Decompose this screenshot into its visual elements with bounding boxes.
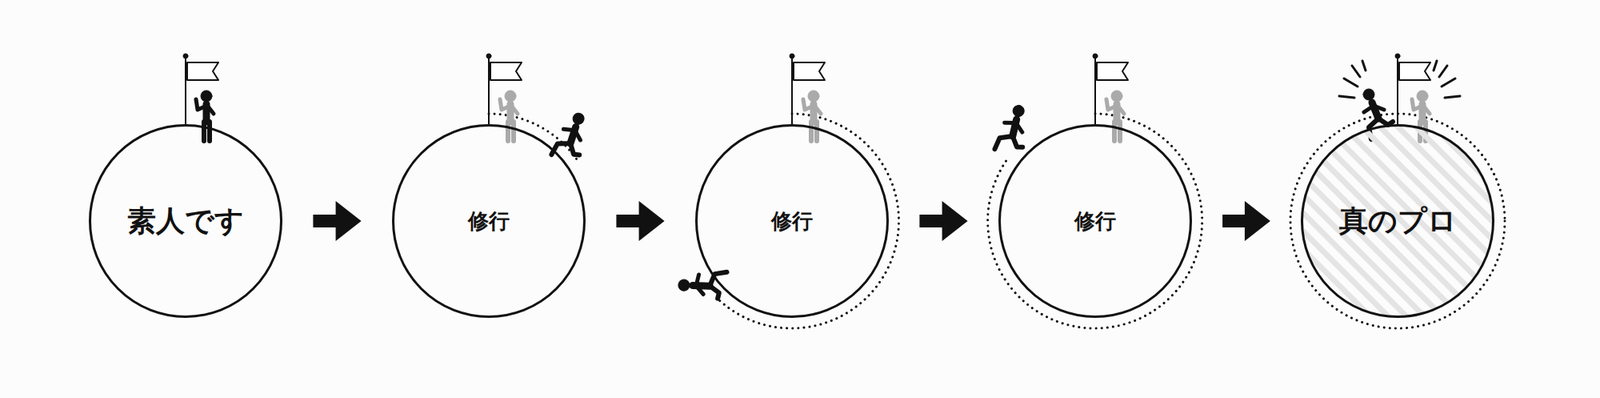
stage-circle: 真のプロ: [1300, 124, 1495, 318]
flow-arrow: [1222, 200, 1271, 241]
stage-label: 修行: [771, 207, 813, 236]
stage-circle: 素人です: [88, 124, 283, 318]
stage-circle: 修行: [998, 124, 1192, 318]
flow-arrow: [312, 200, 361, 241]
stage-label: 修行: [1074, 207, 1116, 236]
flags: [185, 56, 1431, 124]
burst-lines: [1339, 60, 1460, 98]
stage-label: 素人です: [127, 201, 244, 241]
stage-label: 修行: [468, 207, 510, 236]
runner-figure: [545, 110, 601, 168]
flow-arrow: [919, 200, 968, 241]
stage-circle: 修行: [392, 124, 586, 318]
person-figure: [196, 90, 214, 141]
stage-circle: 修行: [695, 124, 889, 318]
stage-label: 真のプロ: [1339, 201, 1457, 241]
flow-arrow: [616, 200, 664, 241]
